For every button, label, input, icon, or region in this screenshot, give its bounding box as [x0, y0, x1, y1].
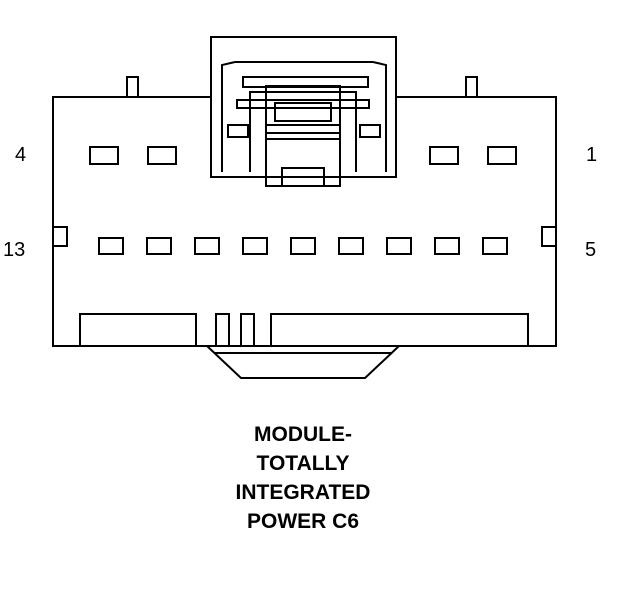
connector-caption: MODULE- TOTALLY INTEGRATED POWER C6: [0, 420, 606, 536]
caption-line: TOTALLY: [256, 452, 350, 475]
pin-cavity: [242, 237, 268, 255]
top-tab-left: [126, 76, 139, 98]
top-tab-right: [465, 76, 478, 98]
side-notch-right: [541, 226, 557, 247]
side-notch-left: [52, 226, 68, 247]
bottom-slot-left: [79, 313, 197, 347]
pin-cavity: [338, 237, 364, 255]
pin-cavity: [429, 146, 459, 165]
pin-cavity: [482, 237, 508, 255]
caption-line: MODULE-: [254, 423, 352, 446]
pin-label-13: 13: [3, 239, 26, 261]
bottom-slot-small-1: [215, 313, 230, 347]
pin-cavity: [147, 146, 177, 165]
bottom-skirt: [206, 345, 400, 379]
pin-cavity: [194, 237, 220, 255]
pin-cavity: [290, 237, 316, 255]
latch-side-left: [227, 124, 249, 138]
pin-cavity: [89, 146, 119, 165]
caption-line: INTEGRATED: [235, 481, 371, 504]
pin-cavity: [386, 237, 412, 255]
latch-side-right: [359, 124, 381, 138]
bottom-slot-small-2: [240, 313, 255, 347]
pin-label-1: 1: [586, 144, 598, 166]
latch-center-inner: [274, 102, 332, 122]
connector-diagram: [52, 36, 557, 379]
latch-bar-3: [249, 91, 357, 101]
pin-label-4: 4: [15, 144, 27, 166]
latch-housing-inner: [221, 61, 387, 172]
pin-label-5: 5: [585, 239, 597, 261]
latch-foot: [281, 167, 325, 187]
bottom-slot-right: [270, 313, 529, 347]
pin-cavity: [146, 237, 172, 255]
caption-line: POWER C6: [246, 510, 359, 533]
pin-cavity: [434, 237, 460, 255]
pin-cavity: [487, 146, 517, 165]
pin-cavity: [98, 237, 124, 255]
